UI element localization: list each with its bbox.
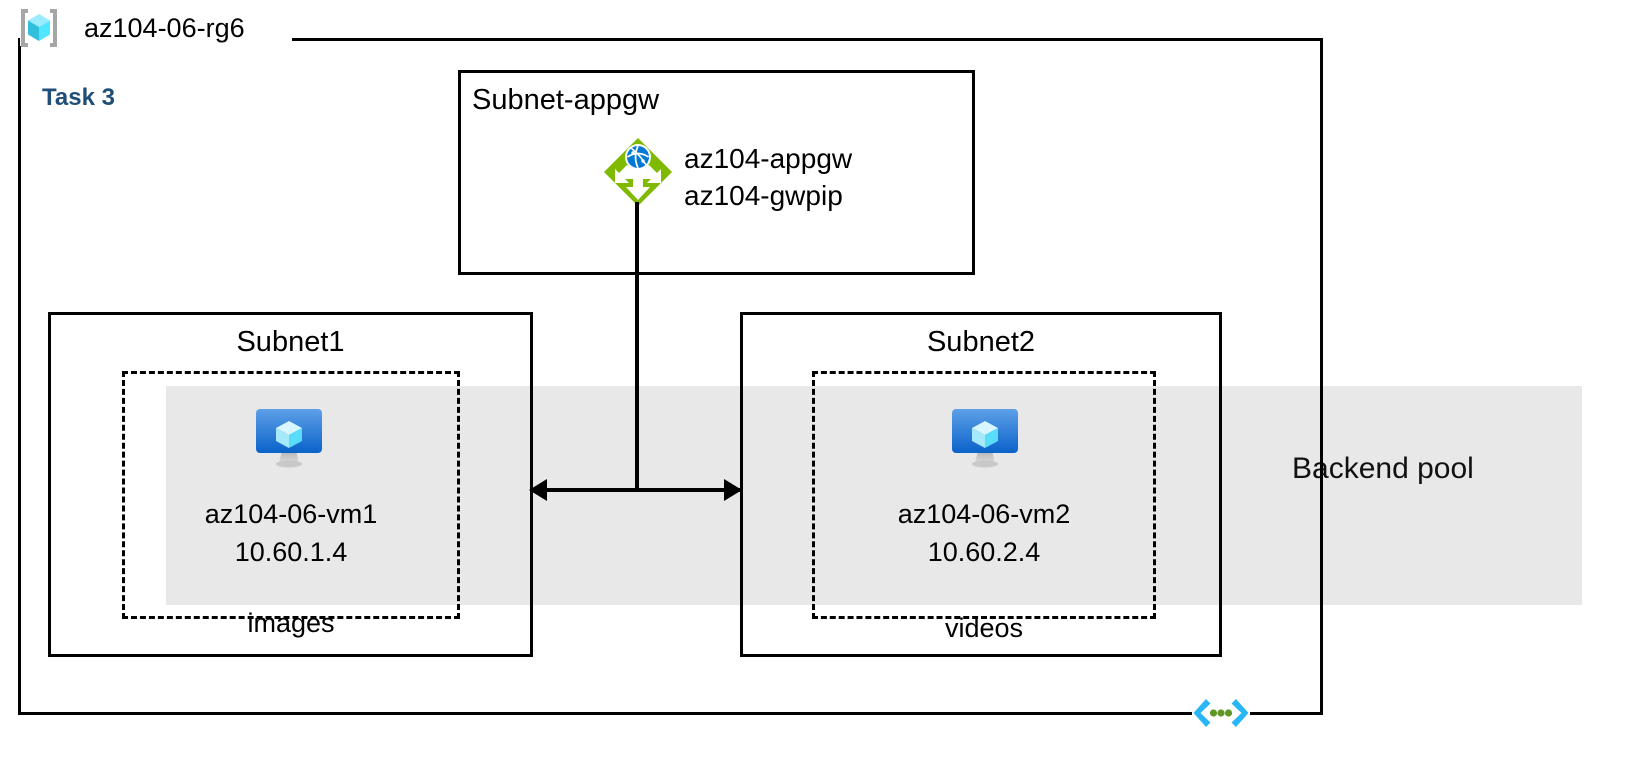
backend-pool-band (166, 386, 1582, 605)
subnet2-vm-name: az104-06-vm2 (897, 499, 1071, 529)
resource-group-label: az104-06-rg6 (84, 13, 245, 43)
subnet2-vm-boundary (812, 371, 1156, 619)
resource-group-title-gap (20, 30, 292, 46)
subnet2-title: Subnet2 (926, 326, 1036, 358)
subnet1-vm-ip: 10.60.1.4 (234, 537, 348, 567)
resource-group-icon (16, 6, 62, 50)
subnet-appgw-container (458, 70, 975, 275)
subnet1-vm-name: az104-06-vm1 (204, 499, 378, 529)
appgw-name: az104-appgw (684, 143, 853, 174)
subnet1-vm-boundary (122, 371, 460, 619)
appgw-resource-names: az104-appgw az104-gwpip (684, 140, 852, 214)
gwpip-name: az104-gwpip (684, 180, 843, 211)
backend-pool-label: Backend pool (1292, 452, 1474, 485)
gateway-connector-line (635, 202, 639, 492)
resource-group-container (18, 38, 1323, 715)
virtual-machine-icon (252, 406, 326, 472)
subnet2-vm-ip: 10.60.2.4 (927, 537, 1041, 567)
subnet-connector-line (535, 488, 740, 492)
subnet2-path-label: videos (944, 613, 1024, 643)
arrow-head-left-icon (529, 479, 547, 501)
subnet1-path-label: images (247, 608, 335, 638)
subnet-appgw-title: Subnet-appgw (472, 84, 660, 116)
virtual-network-icon (1192, 696, 1250, 730)
arrow-head-right-icon (724, 479, 742, 501)
task-label: Task 3 (42, 84, 115, 111)
virtual-machine-icon (948, 406, 1022, 472)
subnet2-container (740, 312, 1222, 657)
subnet1-container (48, 312, 533, 657)
subnet1-title: Subnet1 (236, 326, 345, 358)
application-gateway-icon (602, 136, 674, 208)
